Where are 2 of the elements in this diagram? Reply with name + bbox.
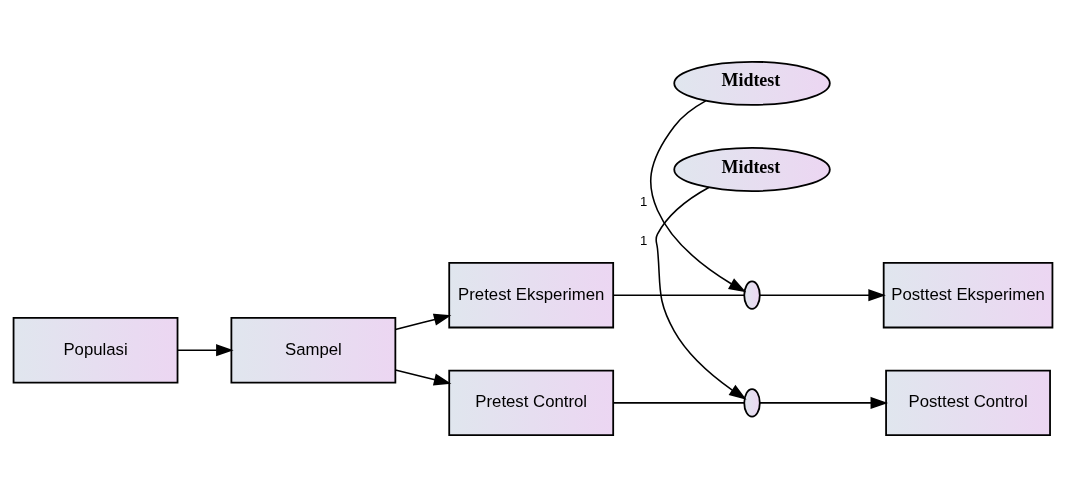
edge-label: 1 [640, 232, 648, 248]
edge-label: 1 [640, 193, 648, 209]
